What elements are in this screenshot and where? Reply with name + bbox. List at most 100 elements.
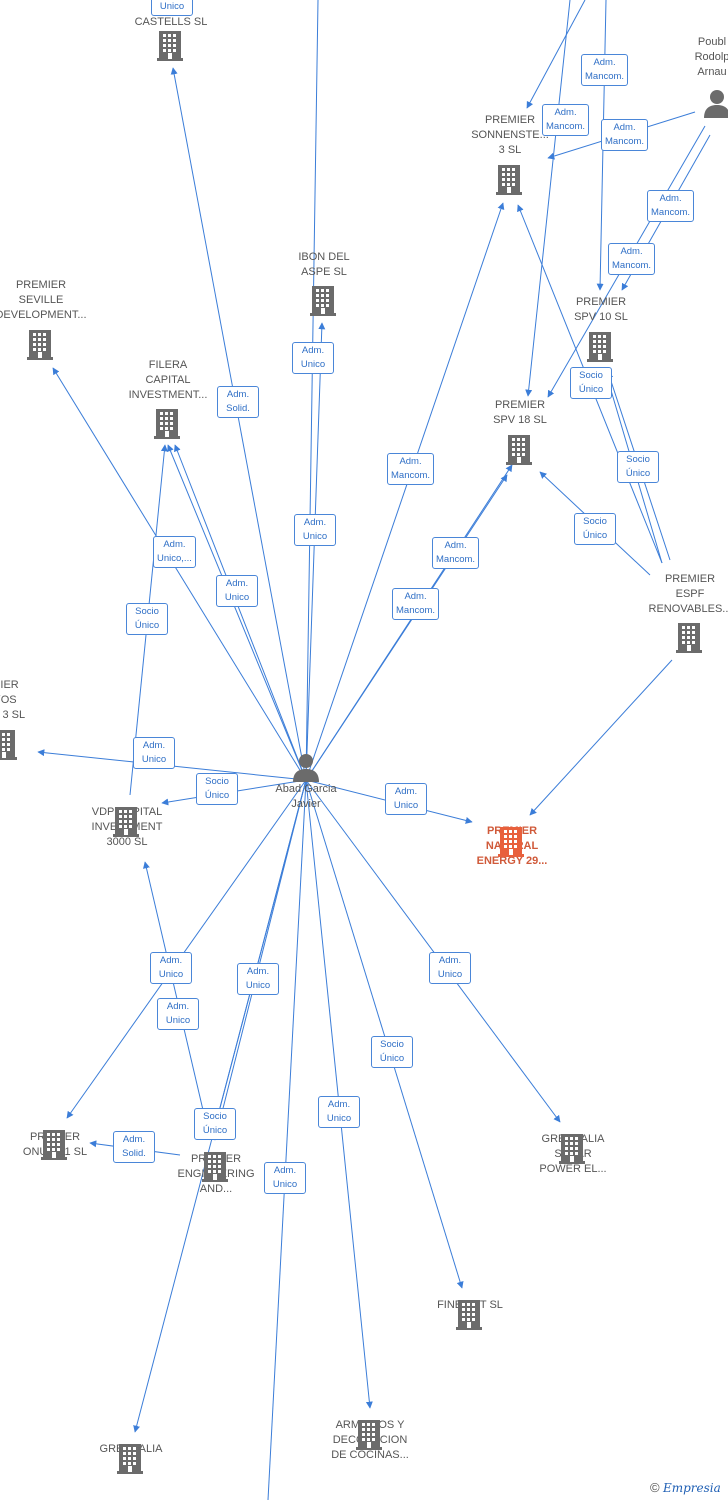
node-icon-filera[interactable] (154, 407, 180, 444)
relation-badge[interactable]: Adm. Mancom. (608, 243, 656, 275)
relation-badge[interactable]: Adm. Unico (237, 963, 279, 995)
relation-badge[interactable]: Adm. Unico (133, 737, 175, 769)
edge-line-16 (305, 779, 464, 1289)
node-label-text: PREMIER SEVILLE DEVELOPMENT... (0, 279, 87, 321)
building-icon (202, 1152, 228, 1182)
edge-line-0 (170, 67, 307, 781)
relation-badge[interactable]: Socio Único (574, 513, 616, 545)
brand-logo: Empresia (662, 1481, 721, 1495)
node-icon-armarios[interactable] (356, 1418, 382, 1455)
relation-badge[interactable]: Adm. Mancom. (647, 190, 695, 222)
center-person-label: Abad Garcia Javier (275, 783, 337, 810)
relation-badge[interactable]: Adm. Unico (151, 0, 193, 16)
node-label-text: FILERA CAPITAL INVESTMENT... (128, 359, 208, 401)
edge-line-13 (213, 779, 307, 1141)
node-icon-premier-onuba[interactable] (41, 1128, 67, 1165)
node-label-premier-sonnenste[interactable]: PREMIER SONNENSTE... 3 SL (445, 113, 575, 158)
building-icon (41, 1130, 67, 1160)
building-icon (113, 807, 139, 837)
node-icon-premier-natural[interactable] (498, 825, 524, 862)
relation-badge[interactable]: Socio Único (126, 603, 168, 635)
node-label-filera[interactable]: FILERA CAPITAL INVESTMENT... (103, 358, 233, 403)
relation-badge[interactable]: Adm. Unico (294, 514, 336, 546)
person-icon (293, 754, 319, 782)
relation-badge[interactable]: Socio Único (371, 1036, 413, 1068)
node-icon-premier-espf[interactable] (676, 621, 702, 658)
node-label-premier-espf[interactable]: PREMIER ESPF RENOVABLES... (625, 572, 728, 617)
node-label-text: PREMIER SONNENSTE... 3 SL (471, 114, 549, 156)
node-icon-finexkit[interactable] (456, 1298, 482, 1335)
footer-brand: © Empresia (650, 1480, 721, 1495)
node-icon-greenalia-solar[interactable] (559, 1132, 585, 1169)
node-icon-abad-castells[interactable] (157, 29, 183, 66)
node-icon-greenalia[interactable] (117, 1442, 143, 1479)
edge-line-2 (52, 367, 307, 781)
node-label-text: IBON DEL ASPE SL (298, 251, 350, 278)
node-label-premier-left[interactable]: MIER YOS CT 3 SL (0, 678, 70, 723)
node-icon-premier-sonnenste[interactable] (496, 163, 522, 200)
node-label-text: PREMIER SPV 10 SL (574, 296, 628, 323)
relation-badge[interactable]: Adm. Solid. (217, 386, 259, 418)
building-icon (498, 827, 524, 857)
building-icon (117, 1444, 143, 1474)
edge-line-15 (305, 779, 373, 1409)
relation-badge[interactable]: Adm. Mancom. (387, 453, 435, 485)
relation-badge[interactable]: Adm. Mancom. (581, 54, 629, 86)
node-label-poubl[interactable]: Poubl Rodolp Arnau (647, 35, 728, 80)
node-icon-premier-left[interactable] (0, 728, 17, 765)
node-icon-premier-spv18[interactable] (506, 433, 532, 470)
relation-badge[interactable]: Adm. Unico (385, 783, 427, 815)
relation-badge[interactable]: Socio Único (617, 451, 659, 483)
center-person-node[interactable]: Abad Garcia Javier (241, 752, 371, 812)
edge-line-3 (167, 444, 307, 781)
relation-badge[interactable]: Adm. Unico (318, 1096, 360, 1128)
node-label-premier-seville[interactable]: PREMIER SEVILLE DEVELOPMENT... (0, 278, 106, 323)
edge-line-14 (133, 779, 307, 1433)
building-icon (676, 623, 702, 653)
node-label-text: Poubl Rodolp Arnau (694, 36, 728, 78)
building-icon (356, 1420, 382, 1450)
building-icon (310, 286, 336, 316)
relation-badge[interactable]: Socio Único (570, 367, 612, 399)
edge-line-7 (305, 474, 508, 781)
building-icon (506, 435, 532, 465)
edge-line-33 (525, 0, 571, 397)
edge-line-1 (305, 322, 326, 781)
relation-badge[interactable]: Adm. Unico (157, 998, 199, 1030)
relation-badge[interactable]: Adm. Solid. (113, 1131, 155, 1163)
edge-line-17 (305, 779, 561, 1123)
node-label-text: MIER YOS CT 3 SL (0, 679, 26, 721)
relation-badge[interactable]: Adm. Unico (150, 952, 192, 984)
relation-badge[interactable]: Adm. Unico (292, 342, 334, 374)
node-label-premier-spv18[interactable]: PREMIER SPV 18 SL (455, 398, 585, 428)
building-icon (0, 730, 17, 760)
relation-badge[interactable]: Adm. Unico,... (153, 536, 196, 568)
relation-badge[interactable]: Adm. Unico (216, 575, 258, 607)
relation-badge[interactable]: Socio Único (196, 773, 238, 805)
relation-badge[interactable]: Adm. Unico (264, 1162, 306, 1194)
building-icon (456, 1300, 482, 1330)
node-label-premier-spv10[interactable]: PREMIER SPV 10 SL (536, 295, 666, 325)
node-icon-premier-engineering[interactable] (202, 1150, 228, 1187)
relation-badge[interactable]: Adm. Unico (429, 952, 471, 984)
node-icon-premier-spv10[interactable] (587, 330, 613, 367)
building-icon (27, 330, 53, 360)
edge-line-19 (305, 0, 319, 781)
building-icon (154, 409, 180, 439)
edge-line-4 (174, 444, 307, 781)
node-icon-vdp[interactable] (113, 805, 139, 842)
node-label-ibon-aspe[interactable]: IBON DEL ASPE SL (259, 250, 389, 280)
relation-badge[interactable]: Socio Único (194, 1108, 236, 1140)
relation-badge[interactable]: Adm. Mancom. (432, 537, 480, 569)
relation-badge[interactable]: Adm. Mancom. (542, 104, 590, 136)
node-icon-premier-seville[interactable] (27, 328, 53, 365)
edge-line-11 (66, 779, 307, 1119)
node-icon-ibon-aspe[interactable] (310, 284, 336, 321)
building-icon (496, 165, 522, 195)
relation-badge[interactable]: Adm. Mancom. (601, 119, 649, 151)
edge-line-31 (526, 0, 586, 109)
node-icon-poubl[interactable] (702, 88, 728, 123)
relation-badge[interactable]: Adm. Mancom. (392, 588, 440, 620)
node-label-text: PREMIER SPV 18 SL (493, 399, 547, 426)
